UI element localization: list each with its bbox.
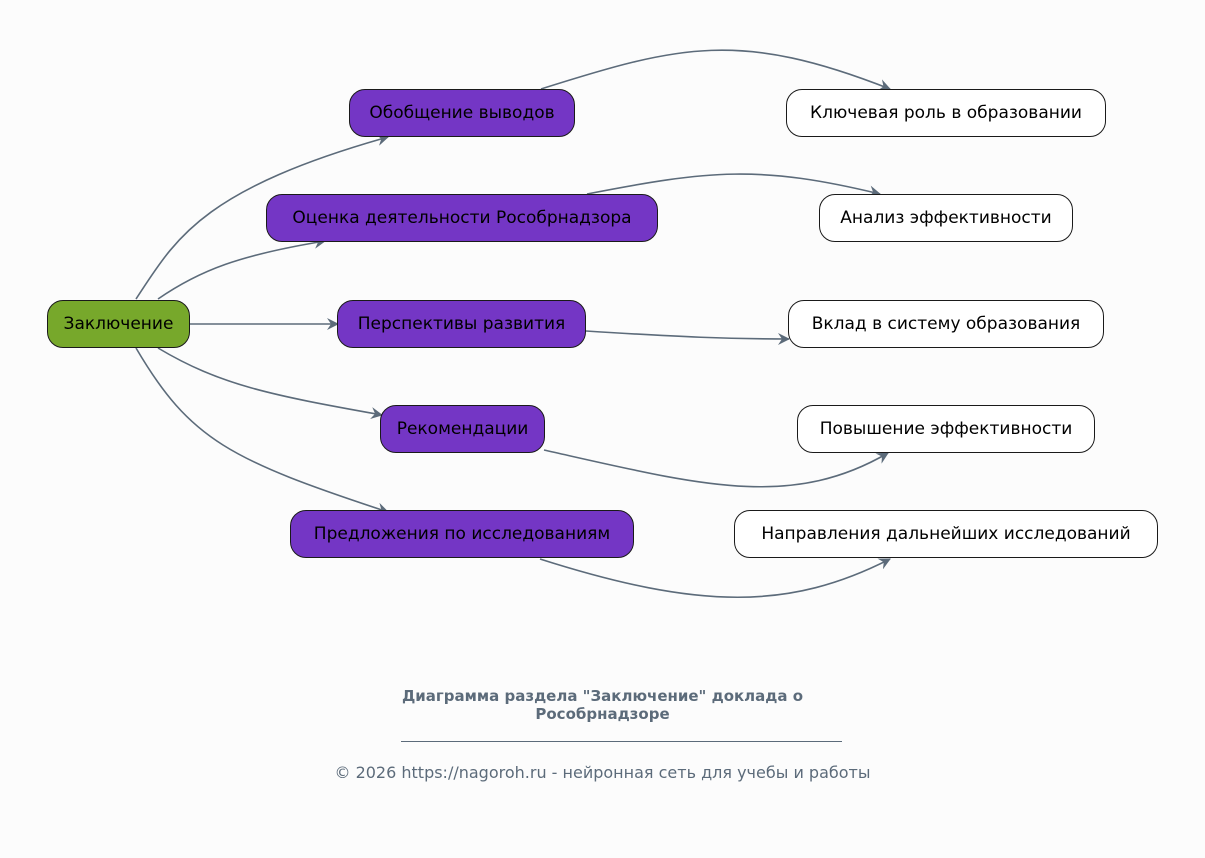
node-label: Оценка деятельности Рособрнадзора (292, 208, 632, 228)
node-label: Обобщение выводов (369, 103, 555, 123)
edge-prospects-to-contribution (585, 330, 790, 345)
edge-research-to-directions (539, 558, 891, 599)
edge-evaluation-to-analysis (586, 173, 881, 198)
diagram-title-line1: Диаграмма раздела "Заключение" доклада о (401, 687, 804, 705)
node-research-proposals[interactable]: Предложения по исследованиям (290, 510, 634, 558)
diagram-title-line2: Рособрнадзоре (535, 705, 670, 723)
node-contribution[interactable]: Вклад в систему образования (788, 300, 1104, 348)
node-recommendations[interactable]: Рекомендации (380, 405, 545, 453)
diagram-title: Диаграмма раздела "Заключение" доклада о… (0, 687, 1205, 723)
node-prospects[interactable]: Перспективы развития (337, 300, 586, 348)
edge-root-to-research-proposals (135, 347, 389, 515)
node-root[interactable]: Заключение (47, 300, 190, 348)
node-research-directions[interactable]: Направления дальнейших исследований (734, 510, 1158, 558)
edge-recommendations-to-efficiency (543, 449, 889, 488)
node-evaluation[interactable]: Оценка деятельности Рособрнадзора (266, 194, 658, 242)
node-label: Анализ эффективности (840, 208, 1052, 228)
edge-summary-to-key-role (540, 49, 891, 91)
divider (401, 741, 842, 742)
node-root-label: Заключение (63, 314, 174, 334)
node-label: Рекомендации (396, 419, 529, 439)
node-label: Предложения по исследованиям (313, 524, 611, 544)
node-efficiency[interactable]: Повышение эффективности (797, 405, 1095, 453)
edge-root-to-summary (135, 134, 389, 300)
node-label: Перспективы развития (357, 314, 566, 334)
node-label: Вклад в систему образования (811, 314, 1081, 334)
node-analysis[interactable]: Анализ эффективности (819, 194, 1073, 242)
node-label: Направления дальнейших исследований (761, 524, 1131, 544)
edge-root-to-evaluation (157, 236, 326, 300)
node-key-role[interactable]: Ключевая роль в образовании (786, 89, 1106, 137)
node-label: Ключевая роль в образовании (810, 103, 1082, 123)
edge-root-to-recommendations (157, 347, 383, 419)
footer-copyright: © 2026 https://nagoroh.ru - нейронная се… (334, 763, 871, 782)
node-summary[interactable]: Обобщение выводов (349, 89, 575, 137)
node-label: Повышение эффективности (819, 419, 1073, 439)
